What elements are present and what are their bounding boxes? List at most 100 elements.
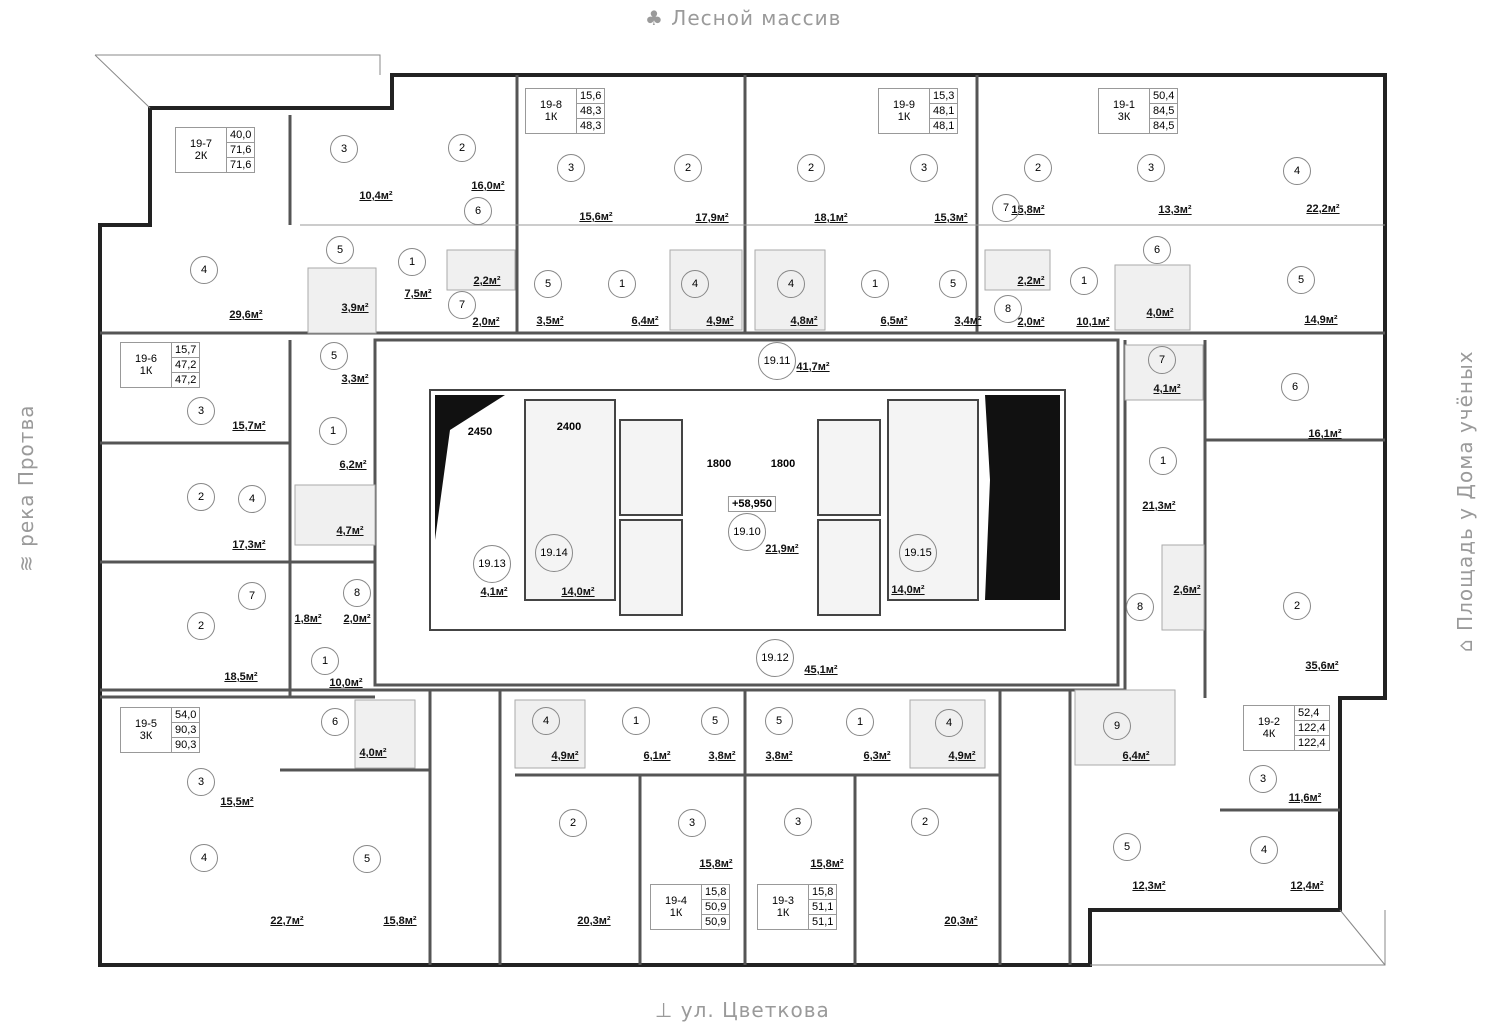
room-number-marker[interactable]: 4 bbox=[935, 709, 963, 737]
room-number-marker[interactable]: 5 bbox=[1113, 833, 1141, 861]
common-room-marker[interactable]: 19.13 bbox=[473, 545, 511, 583]
total-area: 90,3 bbox=[172, 723, 200, 738]
room-number-marker[interactable]: 1 bbox=[861, 270, 889, 298]
room-number-marker[interactable]: 2 bbox=[448, 134, 476, 162]
room-number-marker[interactable]: 4 bbox=[1283, 157, 1311, 185]
room-number-marker[interactable]: 4 bbox=[681, 270, 709, 298]
room-area-label: 18,1м² bbox=[814, 212, 848, 224]
room-number-marker[interactable]: 7 bbox=[238, 582, 266, 610]
room-number-marker[interactable]: 3 bbox=[557, 154, 585, 182]
room-number-marker[interactable]: 2 bbox=[187, 483, 215, 511]
living-area: 15,8 bbox=[702, 885, 730, 900]
room-area-label: 2,2м² bbox=[1017, 275, 1045, 287]
room-number-marker[interactable]: 5 bbox=[765, 707, 793, 735]
room-number-marker[interactable]: 8 bbox=[994, 295, 1022, 323]
room-number-marker[interactable]: 5 bbox=[320, 342, 348, 370]
room-number-marker[interactable]: 3 bbox=[187, 768, 215, 796]
total-area-with-balcony: 90,3 bbox=[175, 739, 197, 751]
common-room-marker[interactable]: 19.15 bbox=[899, 534, 937, 572]
room-number-marker[interactable]: 5 bbox=[939, 270, 967, 298]
total-area-with-balcony: 50,9 bbox=[705, 916, 727, 928]
total-area: 50,9 bbox=[702, 900, 730, 915]
room-area-label: 4,0м² bbox=[1146, 307, 1174, 319]
total-area-with-balcony: 122,4 bbox=[1298, 737, 1326, 749]
room-area-label: 1,8м² bbox=[294, 613, 322, 625]
apartment-type: 1К bbox=[139, 365, 153, 377]
room-area-label: 10,4м² bbox=[359, 190, 393, 202]
room-number-marker[interactable]: 6 bbox=[1143, 236, 1171, 264]
room-number-marker[interactable]: 4 bbox=[1250, 836, 1278, 864]
total-area-with-balcony: 48,3 bbox=[580, 120, 602, 132]
room-number-marker[interactable]: 4 bbox=[190, 844, 218, 872]
room-number-marker[interactable]: 1 bbox=[608, 270, 636, 298]
living-area: 54,0 bbox=[172, 708, 200, 723]
room-area-label: 3,8м² bbox=[708, 750, 736, 762]
room-number-marker[interactable]: 3 bbox=[910, 154, 938, 182]
room-number-marker[interactable]: 2 bbox=[797, 154, 825, 182]
room-area-label: 6,4м² bbox=[631, 315, 659, 327]
room-number-marker[interactable]: 1 bbox=[846, 708, 874, 736]
room-number-marker[interactable]: 5 bbox=[1287, 266, 1315, 294]
room-number-marker[interactable]: 2 bbox=[187, 612, 215, 640]
room-number-marker[interactable]: 2 bbox=[559, 809, 587, 837]
room-number-marker[interactable]: 4 bbox=[238, 485, 266, 513]
room-number-marker[interactable]: 7 bbox=[448, 291, 476, 319]
room-number-marker[interactable]: 4 bbox=[532, 707, 560, 735]
room-number-marker[interactable]: 1 bbox=[622, 707, 650, 735]
room-number-marker[interactable]: 6 bbox=[321, 708, 349, 736]
room-area-label: 4,9м² bbox=[706, 315, 734, 327]
room-number-marker[interactable]: 4 bbox=[777, 270, 805, 298]
room-number-marker[interactable]: 2 bbox=[1024, 154, 1052, 182]
room-number-marker[interactable]: 2 bbox=[911, 808, 939, 836]
room-area-label: 4,1м² bbox=[1153, 383, 1181, 395]
total-area-with-balcony: 84,5 bbox=[1153, 120, 1175, 132]
room-number-marker[interactable]: 1 bbox=[311, 647, 339, 675]
room-number-marker[interactable]: 3 bbox=[1137, 154, 1165, 182]
room-number-marker[interactable]: 7 bbox=[1148, 346, 1176, 374]
room-number-marker[interactable]: 8 bbox=[1126, 593, 1154, 621]
room-number-marker[interactable]: 3 bbox=[784, 808, 812, 836]
room-number-marker[interactable]: 7 bbox=[992, 194, 1020, 222]
room-number-marker[interactable]: 5 bbox=[701, 707, 729, 735]
room-number-marker[interactable]: 1 bbox=[1149, 447, 1177, 475]
room-area-label: 15,3м² bbox=[934, 212, 968, 224]
room-number-marker[interactable]: 8 bbox=[343, 579, 371, 607]
common-room-marker[interactable]: 19.14 bbox=[535, 534, 573, 572]
common-room-marker[interactable]: 19.10 bbox=[728, 513, 766, 551]
room-number-marker[interactable]: 9 bbox=[1103, 712, 1131, 740]
room-number-marker[interactable]: 5 bbox=[326, 236, 354, 264]
apartment-id: 19-7 bbox=[189, 138, 213, 150]
room-area-label: 20,3м² bbox=[577, 915, 611, 927]
room-number-marker[interactable]: 1 bbox=[398, 248, 426, 276]
common-room-marker[interactable]: 19.11 bbox=[758, 342, 796, 380]
apartment-type: 1К bbox=[669, 907, 683, 919]
room-number-marker[interactable]: 3 bbox=[187, 397, 215, 425]
room-number-marker[interactable]: 4 bbox=[190, 256, 218, 284]
living-area: 15,8 bbox=[809, 885, 837, 900]
room-number-marker[interactable]: 1 bbox=[1070, 267, 1098, 295]
room-number-marker[interactable]: 5 bbox=[353, 845, 381, 873]
room-number-marker[interactable]: 1 bbox=[319, 417, 347, 445]
room-number-marker[interactable]: 3 bbox=[330, 135, 358, 163]
room-number-marker[interactable]: 2 bbox=[1283, 592, 1311, 620]
common-room-marker[interactable]: 19.12 bbox=[756, 639, 794, 677]
room-number-marker[interactable]: 6 bbox=[464, 197, 492, 225]
room-area-label: 12,3м² bbox=[1132, 880, 1166, 892]
room-number-marker[interactable]: 3 bbox=[1249, 765, 1277, 793]
room-number-marker[interactable]: 3 bbox=[678, 809, 706, 837]
room-number-marker[interactable]: 6 bbox=[1281, 373, 1309, 401]
room-number-marker[interactable]: 2 bbox=[674, 154, 702, 182]
room-number-marker[interactable]: 5 bbox=[534, 270, 562, 298]
